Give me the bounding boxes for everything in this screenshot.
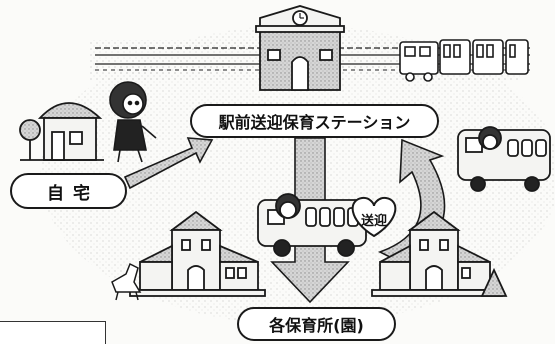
arrow-home-to-station	[123, 137, 214, 190]
train-icon	[399, 39, 529, 82]
nursery-label: 各保育所(園)	[237, 307, 396, 341]
station-label: 駅前送迎保育ステーション	[190, 104, 439, 138]
toy-horse-icon	[111, 262, 142, 301]
home-label: 自宅	[10, 173, 127, 209]
bus-icon-center	[257, 193, 367, 257]
corner-frame	[0, 321, 106, 344]
house-icon	[19, 102, 104, 161]
child-figure	[109, 81, 157, 163]
heart-icon	[351, 196, 397, 238]
nursery-building-right	[371, 210, 508, 297]
station-building	[255, 5, 345, 91]
heart-label: 送迎	[360, 214, 387, 229]
nursery-building-left	[129, 210, 266, 297]
bus-icon-right	[457, 126, 551, 192]
